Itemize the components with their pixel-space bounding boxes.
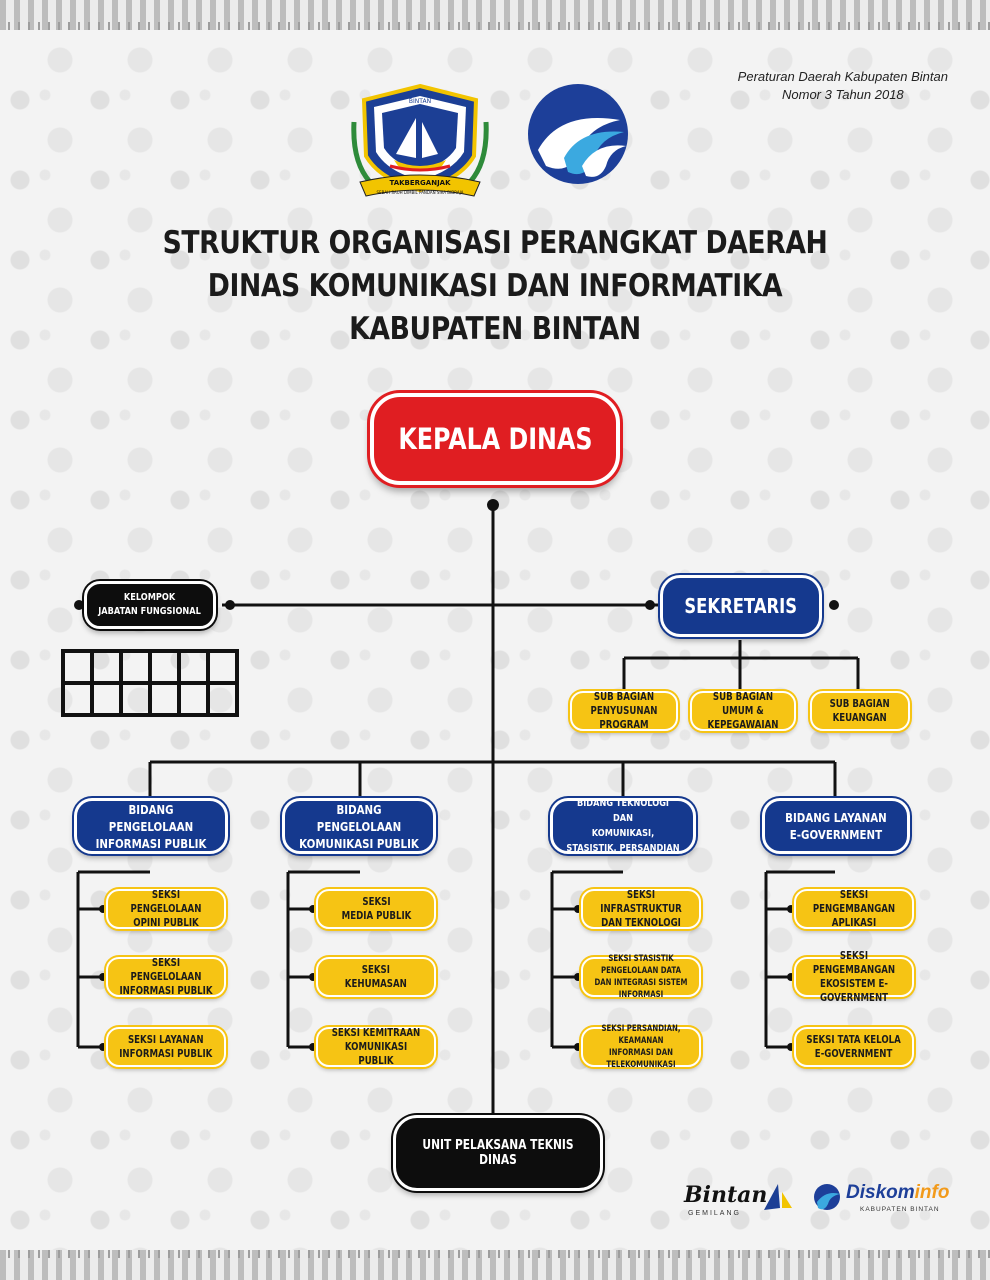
title-line-3: KABUPATEN BINTAN — [349, 311, 641, 347]
sub-bagian-label: SUB BAGIAN PENYUSUNAN PROGRAM — [590, 691, 658, 731]
seksi-box: SEKSI KEHUMASAN — [316, 957, 436, 997]
kominfo-logo — [528, 84, 628, 184]
seksi-label: SEKSI LAYANAN INFORMASI PUBLIK — [119, 1034, 213, 1060]
kepala-dinas-label: KEPALA DINAS — [397, 422, 593, 456]
sekretaris-box: SEKRETARIS — [660, 575, 822, 637]
title-line-2: DINAS KOMUNIKASI DAN INFORMATIKA — [207, 268, 783, 304]
seksi-box: SEKSI STASISTIK PENGELOLAAN DATA DAN INT… — [581, 954, 701, 1000]
seksi-box: SEKSI PENGEMBANGAN APLIKASI — [794, 889, 914, 929]
bidang-label: BIDANG PENGELOLAAN INFORMASI PUBLIK — [95, 801, 207, 851]
diskominfo-wave-icon — [814, 1184, 840, 1210]
seksi-label: SEKSI PERSANDIAN, KEAMANAN INFORMASI DAN… — [601, 1024, 681, 1070]
bidang-pengelolaan-informasi-publik: BIDANG PENGELOLAAN INFORMASI PUBLIK — [74, 798, 228, 854]
bidang-label: BIDANG TEKNOLOGI DAN KOMUNIKASI, STASIST… — [566, 798, 680, 854]
bidang-layanan-e-government: BIDANG LAYANAN E-GOVERNMENT — [762, 798, 910, 854]
diskominfo-logo-text: Diskominfo — [846, 1182, 949, 1204]
bintan-gemilang-logo: Bintan GEMILANG — [684, 1182, 796, 1222]
seksi-label: SEKSI PENGEMBANGAN EKOSISTEM E-GOVERNMEN… — [812, 950, 896, 1004]
seksi-box: SEKSI TATA KELOLA E-GOVERNMENT — [794, 1027, 914, 1067]
regulation-line-2: Nomor 3 Tahun 2018 — [782, 87, 904, 102]
bidang-pengelolaan-komunikasi-publik: BIDANG PENGELOLAAN KOMUNIKASI PUBLIK — [282, 798, 436, 854]
emblem-top-text: BINTAN — [409, 98, 431, 105]
seksi-box: SEKSI INFRASTRUKTUR DAN TEKNOLOGI — [581, 889, 701, 929]
seksi-label: SEKSI KEHUMASAN — [344, 964, 408, 990]
emblem-motto: TAKBERGANJAK — [389, 179, 451, 187]
diskominfo-name-suffix: info — [914, 1182, 950, 1203]
page-title: STRUKTUR ORGANISASI PERANGKAT DAERAH DIN… — [0, 222, 990, 351]
jabatan-fungsional-grid — [61, 649, 239, 717]
diskominfo-logo-tag: KABUPATEN BINTAN — [860, 1206, 940, 1213]
seksi-box: SEKSI LAYANAN INFORMASI PUBLIK — [106, 1027, 226, 1067]
kelompok-label: KELOMPOK JABATAN FUNGSIONAL — [98, 592, 202, 617]
bintan-emblem-logo: BINTAN TAKBERGANJAK SEBAH SAUH DIMBIL PA… — [351, 83, 489, 197]
seksi-label: SEKSI KEMITRAAN KOMUNIKASI PUBLIK — [331, 1027, 421, 1067]
seksi-box: SEKSI PENGEMBANGAN EKOSISTEM E-GOVERNMEN… — [794, 950, 914, 1004]
seksi-box: SEKSI PENGELOLAAN OPINI PUBLIK — [106, 889, 226, 929]
upt-label: UNIT PELAKSANA TEKNIS DINAS — [422, 1138, 574, 1168]
kelompok-jabatan-fungsional-box: KELOMPOK JABATAN FUNGSIONAL — [84, 581, 216, 629]
kepala-dinas-box: KEPALA DINAS — [370, 393, 620, 485]
bintan-logo-text: Bintan — [684, 1182, 768, 1208]
top-ornamental-border — [0, 0, 990, 30]
seksi-label: SEKSI PENGELOLAAN INFORMASI PUBLIK — [119, 957, 213, 997]
sub-bagian-umum-kepegawaian: SUB BAGIAN UMUM & KEPEGAWAIAN — [690, 691, 796, 731]
seksi-box: SEKSI MEDIA PUBLIK — [316, 889, 436, 929]
unit-pelaksana-teknis-dinas-box: UNIT PELAKSANA TEKNIS DINAS — [393, 1115, 603, 1191]
seksi-label: SEKSI INFRASTRUKTUR DAN TEKNOLOGI — [600, 889, 682, 929]
sub-bagian-keuangan: SUB BAGIAN KEUANGAN — [810, 691, 910, 731]
sub-bagian-label: SUB BAGIAN KEUANGAN — [829, 698, 891, 724]
seksi-label: SEKSI MEDIA PUBLIK — [341, 896, 411, 922]
seksi-box: SEKSI PERSANDIAN, KEAMANAN INFORMASI DAN… — [581, 1024, 701, 1070]
sail-icon — [764, 1184, 792, 1210]
sub-bagian-penyusunan-program: SUB BAGIAN PENYUSUNAN PROGRAM — [570, 691, 678, 731]
seksi-label: SEKSI TATA KELOLA E-GOVERNMENT — [806, 1034, 902, 1060]
emblem-motto-2: SEBAH SAUH DIMBIL PANDAN SIRA BIDRAJA — [377, 190, 464, 195]
bidang-label: BIDANG LAYANAN E-GOVERNMENT — [785, 810, 887, 842]
seksi-label: SEKSI PENGEMBANGAN APLIKASI — [812, 889, 896, 929]
sub-bagian-label: SUB BAGIAN UMUM & KEPEGAWAIAN — [707, 691, 779, 731]
bidang-label: BIDANG PENGELOLAAN KOMUNIKASI PUBLIK — [299, 801, 419, 851]
diskominfo-name: Diskom — [846, 1182, 915, 1203]
bintan-logo-tag: GEMILANG — [688, 1210, 741, 1217]
seksi-label: SEKSI PENGELOLAAN OPINI PUBLIK — [130, 889, 202, 929]
regulation-line-1: Peraturan Daerah Kabupaten Bintan — [737, 69, 948, 84]
bottom-ornamental-border — [0, 1250, 990, 1280]
sekretaris-label: SEKRETARIS — [684, 594, 798, 618]
bidang-teknologi-komunikasi: BIDANG TEKNOLOGI DAN KOMUNIKASI, STASIST… — [550, 798, 696, 854]
diskominfo-logo: Diskominfo KABUPATEN BINTAN — [812, 1180, 962, 1220]
seksi-box: SEKSI PENGELOLAAN INFORMASI PUBLIK — [106, 957, 226, 997]
title-line-1: STRUKTUR ORGANISASI PERANGKAT DAERAH — [162, 225, 828, 261]
seksi-label: SEKSI STASISTIK PENGELOLAAN DATA DAN INT… — [594, 954, 688, 1000]
seksi-box: SEKSI KEMITRAAN KOMUNIKASI PUBLIK — [316, 1027, 436, 1067]
regulation-reference: Peraturan Daerah Kabupaten Bintan Nomor … — [738, 68, 948, 104]
